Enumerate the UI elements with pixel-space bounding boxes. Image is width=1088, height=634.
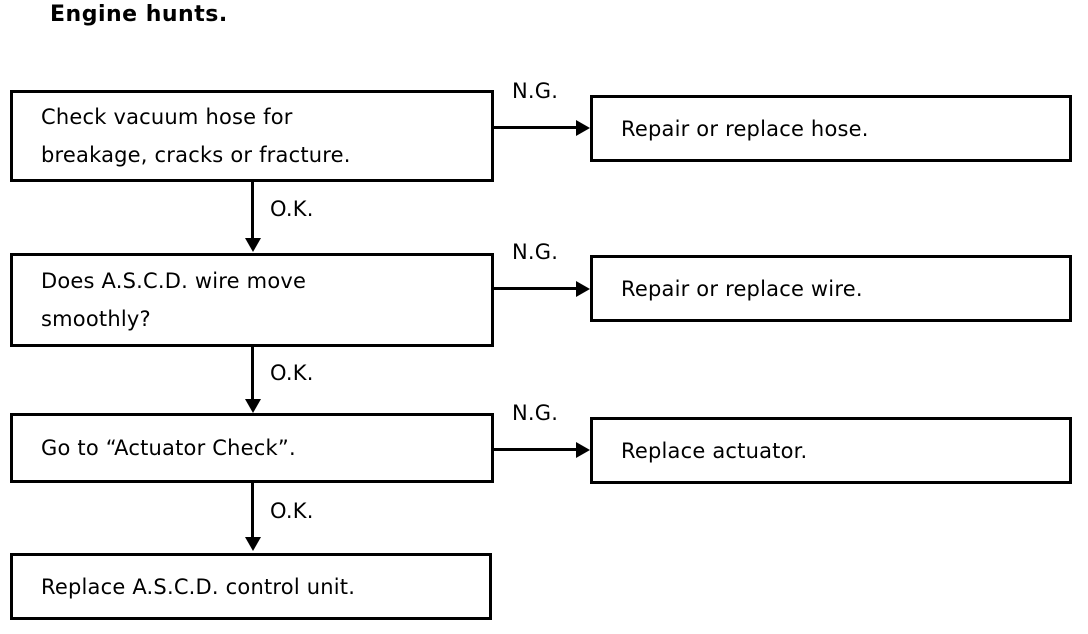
- flow-node-label: Go to “Actuator Check”.: [41, 436, 296, 460]
- arrowhead-ok-2: [245, 399, 261, 413]
- edge-label-ng-1: N.G.: [512, 79, 559, 103]
- flow-node-go-to-actuator-check: Go to “Actuator Check”.: [10, 413, 494, 483]
- arrowhead-ng-1: [576, 120, 590, 136]
- flow-node-replace-actuator: Replace actuator.: [590, 417, 1072, 484]
- edge-label-ng-2: N.G.: [512, 240, 559, 264]
- connector-line-ng-1: [494, 126, 578, 129]
- flow-node-repair-replace-hose: Repair or replace hose.: [590, 95, 1072, 162]
- flow-node-label: Check vacuum hose for breakage, cracks o…: [41, 105, 351, 167]
- flow-node-repair-replace-wire: Repair or replace wire.: [590, 255, 1072, 322]
- connector-line-ok-2: [251, 347, 254, 401]
- flow-node-ascd-wire-moves: Does A.S.C.D. wire move smoothly?: [10, 253, 494, 347]
- connector-line-ok-1: [251, 182, 254, 240]
- flow-node-check-vacuum-hose: Check vacuum hose for breakage, cracks o…: [10, 90, 494, 182]
- page-title: Engine hunts.: [50, 2, 228, 27]
- arrowhead-ok-3: [245, 537, 261, 551]
- flow-node-replace-ascd-control-unit: Replace A.S.C.D. control unit.: [10, 553, 492, 620]
- edge-label-ng-3: N.G.: [512, 401, 559, 425]
- flow-node-label: Does A.S.C.D. wire move smoothly?: [41, 269, 307, 331]
- connector-line-ok-3: [251, 483, 254, 539]
- arrowhead-ng-2: [576, 281, 590, 297]
- edge-label-ok-3: O.K.: [270, 499, 314, 523]
- arrowhead-ng-3: [576, 442, 590, 458]
- connector-line-ng-2: [494, 287, 578, 290]
- flow-node-label: Replace A.S.C.D. control unit.: [41, 574, 356, 599]
- edge-label-ok-2: O.K.: [270, 361, 314, 385]
- connector-line-ng-3: [494, 448, 578, 451]
- flow-node-label: Replace actuator.: [621, 438, 808, 463]
- edge-label-ok-1: O.K.: [270, 197, 314, 221]
- flow-node-label: Repair or replace wire.: [621, 276, 863, 301]
- arrowhead-ok-1: [245, 238, 261, 252]
- flow-node-label: Repair or replace hose.: [621, 116, 869, 141]
